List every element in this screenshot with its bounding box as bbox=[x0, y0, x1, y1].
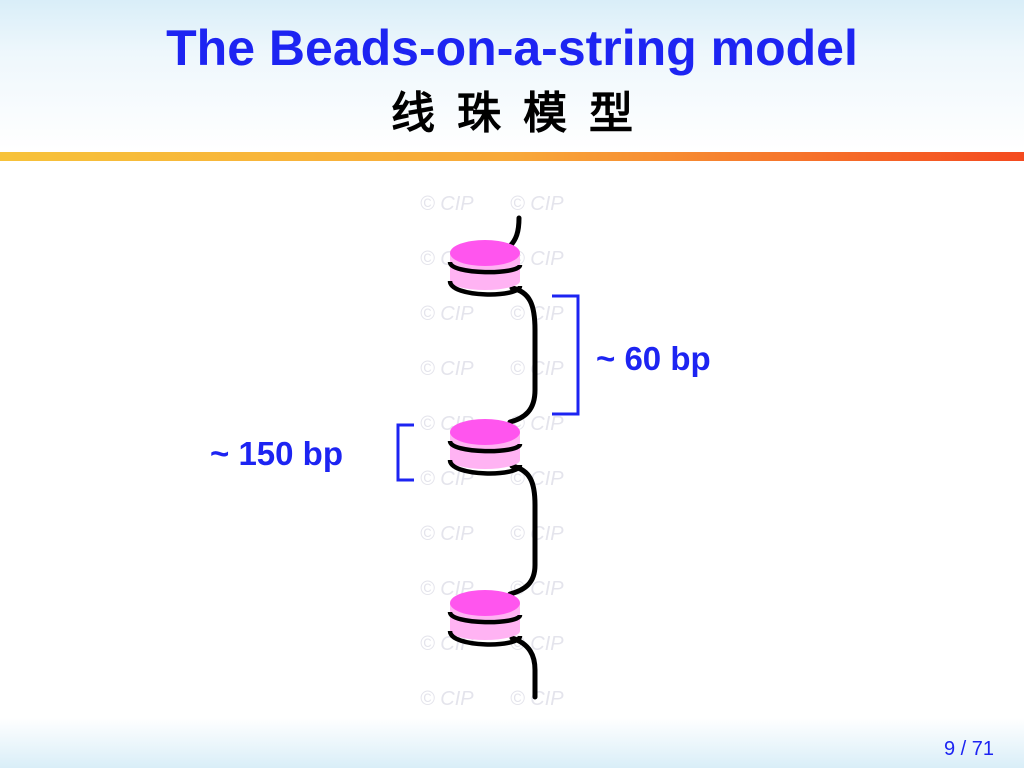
watermark-text: © CIP bbox=[420, 193, 474, 215]
watermark-text: © CIP bbox=[510, 193, 564, 215]
watermark-text: © CIP bbox=[420, 523, 474, 545]
nucleosome-bead bbox=[447, 419, 523, 476]
bead-top bbox=[450, 419, 520, 445]
page-number: 9 / 71 bbox=[943, 738, 994, 760]
bead-bottom bbox=[450, 622, 520, 640]
dna-top-tail bbox=[507, 215, 522, 249]
watermark-text: © CIP bbox=[510, 248, 564, 270]
header-accent-bar bbox=[0, 152, 1024, 161]
dna-wrap bbox=[447, 260, 523, 275]
watermark-text: © CIP bbox=[510, 578, 564, 600]
watermark-text: © CIP bbox=[420, 358, 474, 380]
watermark-text: © CIP bbox=[510, 633, 564, 655]
dna-wrap bbox=[447, 439, 523, 454]
dna-linker-1 bbox=[507, 285, 538, 425]
watermark-text: © CIP bbox=[420, 688, 474, 710]
linker-length-label: ~ 60 bp bbox=[596, 340, 711, 377]
dna-linker-2 bbox=[507, 463, 538, 597]
bead-bottom bbox=[450, 451, 520, 469]
linker-bracket bbox=[552, 294, 580, 416]
dna-wrap bbox=[447, 280, 523, 297]
watermark-text: © CIP bbox=[510, 303, 564, 325]
bead-top bbox=[450, 590, 520, 616]
nucleosome-length-label: ~ 150 bp bbox=[210, 435, 343, 472]
bead-top bbox=[450, 240, 520, 266]
dna-strand bbox=[507, 215, 538, 700]
dna-wrap bbox=[447, 630, 523, 647]
slide-title: The Beads-on-a-string model bbox=[166, 20, 858, 76]
nucleosome-bracket bbox=[396, 423, 414, 482]
dna-bottom-tail bbox=[509, 635, 538, 700]
dna-wrap bbox=[447, 610, 523, 625]
nucleosome-bead bbox=[447, 240, 523, 297]
bead-bottom bbox=[450, 272, 520, 290]
header-background bbox=[0, 0, 1024, 150]
watermark-text: © CIP bbox=[420, 303, 474, 325]
footer-background bbox=[0, 718, 1024, 768]
watermark-text: © CIP bbox=[420, 468, 474, 490]
dna-wrap bbox=[447, 459, 523, 476]
slide-subtitle: 线珠模型 bbox=[391, 89, 655, 138]
watermark-text: © CIP bbox=[510, 688, 564, 710]
nucleosome-bead bbox=[447, 590, 523, 647]
